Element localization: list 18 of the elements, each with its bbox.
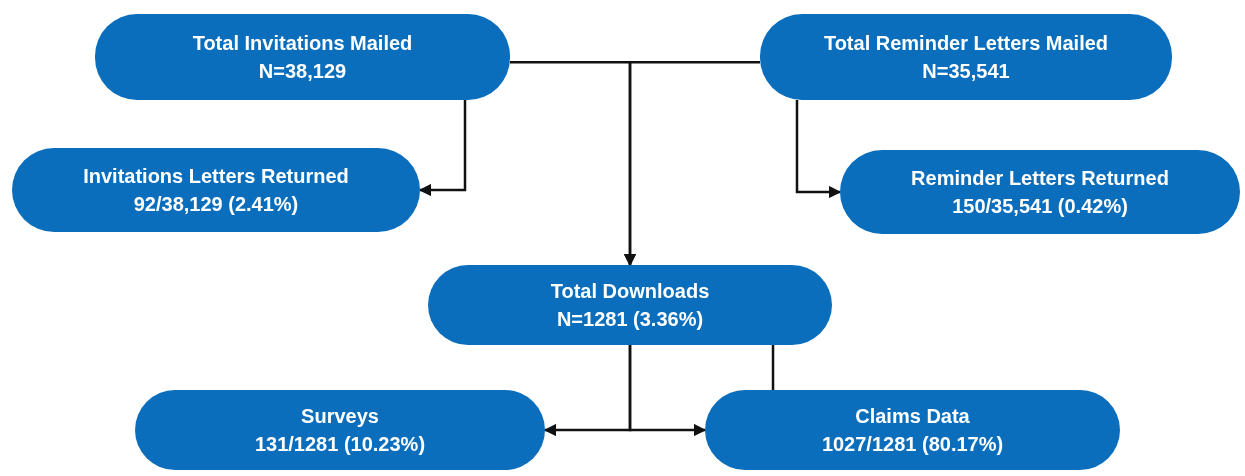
box-value: 1027/1281 (80.17%) [821, 432, 1004, 457]
connector-arrow [795, 100, 842, 199]
box-heading: Total Reminder Letters Mailed [823, 31, 1109, 56]
box-value: 131/1281 (10.23%) [254, 432, 426, 457]
box-heading: Reminder Letters Returned [911, 166, 1169, 191]
connector-arrow [418, 100, 467, 197]
box-heading: Total Invitations Mailed [192, 31, 413, 56]
connector-arrow [628, 345, 707, 437]
box-heading: Claims Data [855, 404, 970, 429]
connector-arrow [623, 60, 760, 267]
box-heading: Surveys [301, 404, 379, 429]
box-heading: Total Downloads [550, 279, 710, 304]
box-value: N=35,541 [922, 59, 1010, 84]
box-value: 150/35,541 (0.42%) [952, 194, 1128, 219]
box-value: N=38,129 [258, 59, 347, 84]
box-value: 92/38,129 (2.41%) [133, 192, 299, 217]
box-heading: Invitations Letters Returned [83, 164, 349, 189]
box-value: N=1281 (3.36%) [556, 307, 704, 332]
